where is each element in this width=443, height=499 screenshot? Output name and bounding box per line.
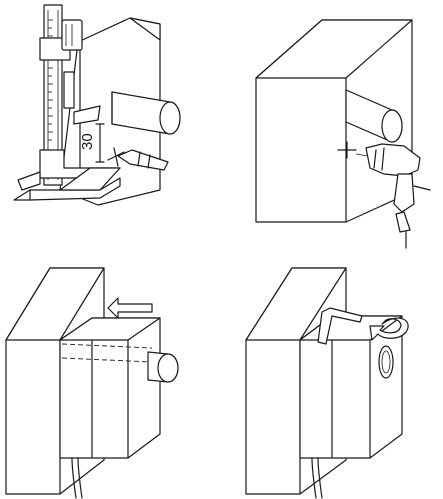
panel-tighten — [245, 267, 409, 499]
panel-drill — [255, 19, 431, 249]
caliper — [13, 4, 121, 201]
dimension-30: 30 — [79, 123, 105, 163]
round-rod — [147, 351, 179, 383]
power-drill-icon — [365, 143, 431, 249]
clamp-block — [59, 317, 161, 459]
panel-slide — [5, 267, 179, 499]
cable — [77, 457, 83, 499]
round-rod — [345, 89, 403, 143]
marker-pen — [117, 149, 169, 171]
drill-point-mark — [337, 141, 369, 159]
mark-cross — [107, 147, 125, 167]
cable — [71, 457, 77, 499]
panel-measure: 30 — [13, 4, 181, 206]
rotate-arrow-icon — [369, 317, 409, 341]
dimension-label: 30 — [79, 133, 96, 150]
hex-key-icon — [317, 307, 363, 345]
slide-arrow-icon — [107, 297, 153, 319]
cable — [311, 457, 317, 499]
cable — [317, 457, 323, 499]
bore-hole — [378, 345, 394, 379]
round-rod — [111, 91, 181, 135]
